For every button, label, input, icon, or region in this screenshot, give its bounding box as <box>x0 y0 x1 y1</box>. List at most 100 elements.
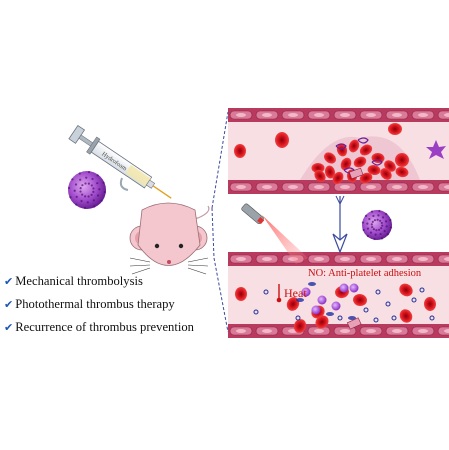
nanoparticle-pore <box>377 214 380 217</box>
nanoparticle-pore <box>369 231 373 234</box>
nanoparticle-pore <box>86 201 89 204</box>
nanoparticle-pore <box>361 221 365 224</box>
nanoparticle-pore <box>69 196 72 199</box>
endothelial-cell <box>437 254 449 264</box>
red-blood-cell <box>395 166 409 178</box>
no-molecule <box>253 309 259 315</box>
nanoparticle-pore <box>380 237 384 240</box>
nanoparticle-pore <box>84 195 87 198</box>
nanoparticle-pore <box>379 219 382 222</box>
nanoparticle-pore <box>381 224 384 227</box>
endothelial-cell <box>437 110 449 120</box>
nanoparticle-pore <box>370 210 374 213</box>
nanoparticle-pore <box>385 225 388 228</box>
nanoparticle-pore <box>75 203 78 206</box>
no-molecule <box>429 315 435 321</box>
cell-nucleus <box>236 329 246 333</box>
cell-nucleus <box>392 329 402 333</box>
nanoparticle-pore <box>381 216 385 219</box>
vessel-wall-top-upper <box>228 108 449 122</box>
no-molecule <box>363 307 369 313</box>
cell-nucleus <box>366 257 376 261</box>
nanoparticle-pore <box>368 217 371 221</box>
cell-nucleus <box>444 329 449 333</box>
nanoparticle-large <box>67 170 107 210</box>
nanoparticle-pore <box>79 178 82 181</box>
nanoparticle-pore <box>71 178 74 181</box>
nanoparticle-pore <box>87 170 91 174</box>
red-blood-cell <box>323 152 337 164</box>
cell-nucleus <box>236 113 246 117</box>
benefit-item: ✔ Mechanical thrombolysis <box>4 270 240 293</box>
heat-label: Heat <box>284 286 307 300</box>
cell-nucleus <box>262 113 272 117</box>
nanoparticle-pore <box>376 218 379 221</box>
no-molecule <box>373 317 379 323</box>
red-blood-cell <box>275 132 289 148</box>
red-blood-cell <box>359 172 373 184</box>
cell-nucleus <box>418 257 428 261</box>
vessel-wall-top-lower <box>228 180 449 194</box>
mouse-eye <box>178 243 184 249</box>
cell-nucleus <box>340 113 350 117</box>
mouse-eye <box>154 243 160 249</box>
nanoparticle-pore <box>389 218 392 222</box>
nanoparticle-pore <box>375 229 378 232</box>
red-blood-cell <box>324 165 336 179</box>
no-molecule <box>337 315 343 321</box>
red-blood-cell <box>353 293 367 307</box>
nanoparticle-pore <box>103 190 107 194</box>
nanoparticle-pore <box>385 212 388 216</box>
nanoparticle-pore <box>96 182 99 185</box>
cell-nucleus <box>288 185 298 189</box>
nanoparticle-pore <box>102 181 105 184</box>
nanoparticle-pore <box>366 222 369 225</box>
nanoparticle-pore <box>96 174 99 177</box>
nanoparticle-pore <box>92 190 95 193</box>
red-blood-cell <box>340 157 352 171</box>
fibrin-strand <box>335 143 347 150</box>
red-blood-cell <box>235 287 247 301</box>
nanoparticle-large <box>361 209 393 241</box>
cell-nucleus <box>340 257 350 261</box>
nanoparticle-pore <box>73 189 76 192</box>
cell-nucleus <box>236 257 246 261</box>
nanoparticle-fragment <box>339 283 349 293</box>
no-molecule <box>295 315 301 321</box>
transition-arrow <box>332 195 348 254</box>
cell-nucleus <box>392 185 402 189</box>
laser-device <box>241 203 308 264</box>
nanoparticle-pore <box>364 214 368 217</box>
nanoparticle-pore <box>378 209 381 213</box>
cell-nucleus <box>340 185 350 189</box>
no-molecule <box>296 298 304 302</box>
cell-nucleus <box>366 185 376 189</box>
red-blood-cell <box>336 143 348 157</box>
cell-nucleus <box>392 113 402 117</box>
nanoparticle-pore <box>87 195 90 198</box>
nanoparticle-pore <box>98 188 101 191</box>
nanoparticle-pore <box>87 182 90 185</box>
red-blood-cell <box>399 309 413 323</box>
nanoparticle-pore <box>380 227 383 230</box>
mouse-illustration <box>129 202 210 275</box>
no-molecule <box>375 289 381 295</box>
red-blood-cell <box>353 156 367 168</box>
nanoparticle-fragment <box>317 295 327 305</box>
activated-platelet <box>426 140 446 159</box>
red-blood-cell <box>399 283 413 297</box>
red-blood-cell <box>388 123 402 135</box>
nanoparticle-pore <box>370 223 373 226</box>
injection-swoosh <box>119 177 129 191</box>
red-blood-cell <box>315 315 329 329</box>
heat-indicator: Heat <box>276 284 307 303</box>
nanoparticle-pore <box>67 186 71 190</box>
check-icon: ✔ <box>4 275 14 288</box>
nanoparticle-pore <box>75 195 78 198</box>
laser-beam <box>262 215 308 264</box>
red-blood-cell <box>380 168 392 180</box>
nanoparticle-pore <box>384 220 388 223</box>
vessel-wall-bottom-upper <box>228 252 449 266</box>
nanoparticle-pore <box>81 193 84 196</box>
nanoparticle-pore <box>81 184 84 187</box>
